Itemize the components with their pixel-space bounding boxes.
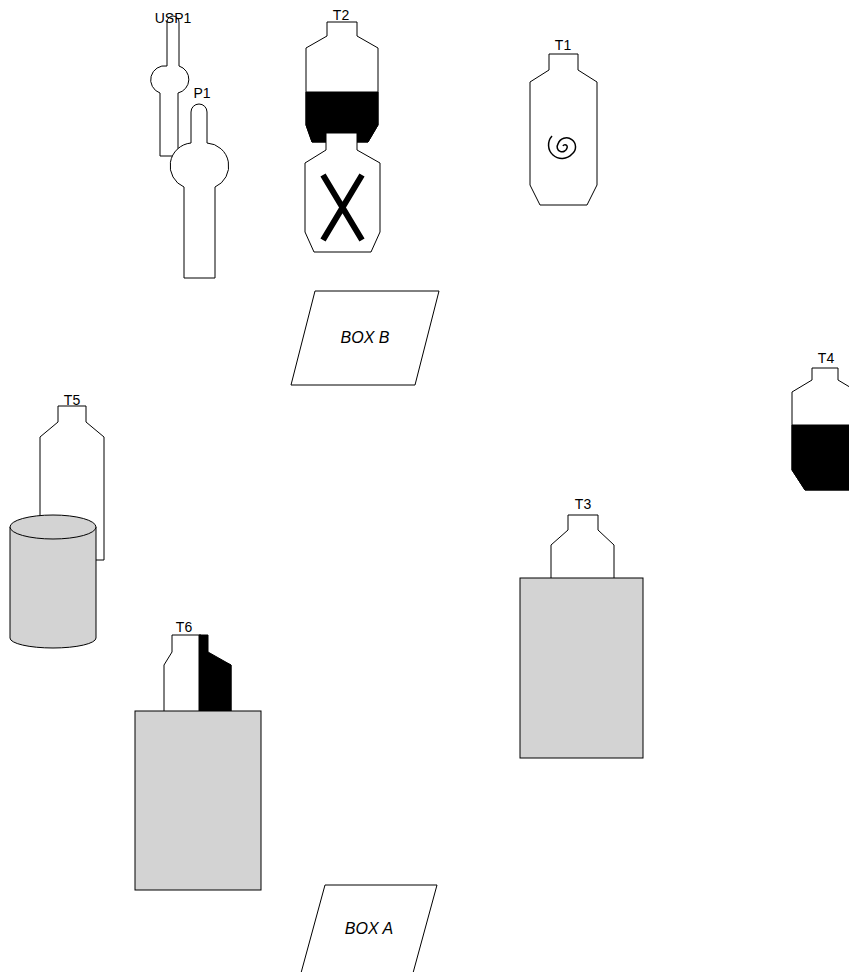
target-id: P1	[193, 86, 210, 100]
target-id: T4	[818, 351, 834, 365]
target-id: T3	[575, 497, 591, 511]
target-silhouette	[164, 635, 231, 712]
box-label: BOX A	[345, 920, 393, 938]
cover-box	[135, 711, 261, 890]
pistol-target	[170, 104, 229, 278]
target-silhouette	[306, 22, 378, 142]
spiral-mark	[549, 136, 576, 158]
target-id: T5	[64, 393, 80, 407]
target-id: T6	[176, 620, 192, 634]
target-id: T2	[333, 8, 349, 22]
target-silhouette	[551, 515, 614, 580]
target-id: USP1	[155, 11, 192, 25]
cover-box	[520, 578, 643, 758]
box-label: BOX B	[341, 329, 390, 347]
box-marker: BOX B	[290, 290, 440, 386]
target-silhouette	[792, 368, 849, 490]
target-id: T1	[555, 38, 571, 52]
barrel	[10, 527, 96, 648]
parallelogram-outline	[291, 291, 439, 385]
pistol-target	[151, 16, 189, 156]
barrel-top	[10, 515, 96, 539]
box-marker: BOX A	[300, 884, 438, 972]
black-zone	[199, 635, 231, 712]
target-silhouette	[305, 133, 380, 252]
cross-mark	[323, 175, 362, 240]
black-zone	[792, 425, 849, 490]
target-silhouette	[530, 54, 597, 205]
parallelogram-outline	[301, 885, 437, 972]
